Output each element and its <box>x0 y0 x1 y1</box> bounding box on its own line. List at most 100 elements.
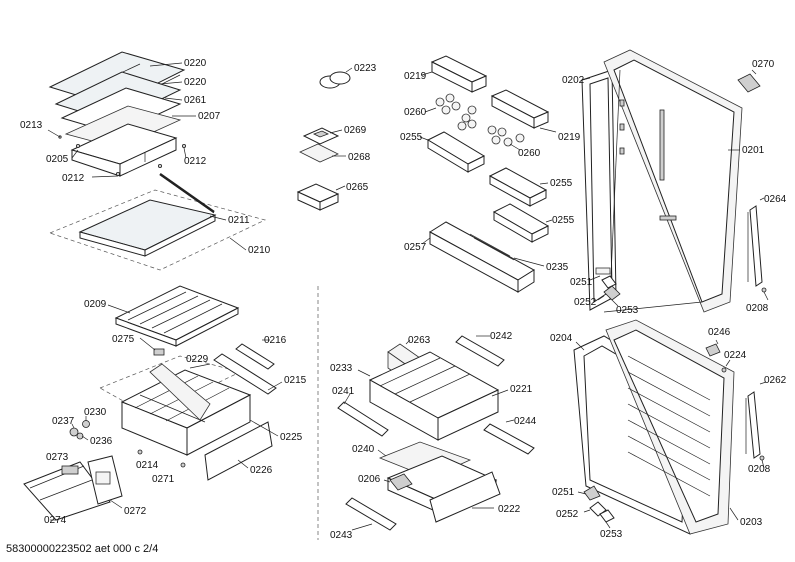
label-0210: 0210 <box>248 245 271 256</box>
label-0255: 0255 <box>400 132 423 143</box>
part-0236[interactable] <box>76 432 84 440</box>
label-0260: 0260 <box>518 148 541 159</box>
label-0219: 0219 <box>404 71 427 82</box>
label-0222: 0222 <box>498 504 521 515</box>
glass-shelf-0210-group <box>48 172 267 271</box>
label-0252: 0252 <box>574 297 597 308</box>
label-0269: 0269 <box>344 125 367 136</box>
rail-0242[interactable] <box>455 335 505 367</box>
crisper-drawer-0225-group <box>99 339 283 481</box>
hinge-part-0253[interactable] <box>601 275 617 289</box>
part-0270[interactable] <box>737 73 761 93</box>
label-0253: 0253 <box>616 305 639 316</box>
label-0260: 0260 <box>404 107 427 118</box>
label-0252: 0252 <box>556 509 579 520</box>
freezer-drawers-group <box>337 335 535 531</box>
label-0219: 0219 <box>558 132 581 143</box>
label-0209: 0209 <box>84 299 107 310</box>
egg-tray-0260-lower[interactable] <box>487 125 525 147</box>
rail-0216[interactable] <box>235 343 275 370</box>
egg-tray-0260-upper[interactable] <box>435 93 477 131</box>
upper-door-group <box>581 49 769 313</box>
rail-0215[interactable] <box>213 353 277 395</box>
hinge-part-0251[interactable] <box>595 267 611 275</box>
hinge-part-0252[interactable] <box>603 285 621 301</box>
label-0236: 0236 <box>90 436 113 447</box>
part-0246[interactable] <box>705 343 721 357</box>
small-parts-lower-left <box>69 416 90 441</box>
label-0244: 0244 <box>514 416 537 427</box>
label-0224: 0224 <box>724 350 747 361</box>
label-0264: 0264 <box>764 194 787 205</box>
handle-0264[interactable] <box>749 205 763 287</box>
label-0214: 0214 <box>136 460 159 471</box>
part-0268[interactable] <box>299 143 339 163</box>
label-0251: 0251 <box>570 277 593 288</box>
label-0207: 0207 <box>198 111 221 122</box>
label-0275: 0275 <box>112 334 135 345</box>
part-0223-right[interactable] <box>329 71 351 85</box>
label-0220: 0220 <box>184 77 207 88</box>
label-0274: 0274 <box>44 515 67 526</box>
label-0257: 0257 <box>404 242 427 253</box>
label-0268: 0268 <box>348 152 371 163</box>
part-0208-lower[interactable] <box>759 455 765 461</box>
label-0272: 0272 <box>124 506 147 517</box>
label-0251: 0251 <box>552 487 575 498</box>
label-0253: 0253 <box>600 529 623 540</box>
rail-0244[interactable] <box>483 423 535 455</box>
label-0237: 0237 <box>52 416 75 427</box>
label-0243: 0243 <box>330 530 353 541</box>
label-0211: 0211 <box>228 215 250 226</box>
label-0213: 0213 <box>20 120 43 131</box>
part-0206[interactable] <box>389 473 413 491</box>
label-0273: 0273 <box>46 452 69 463</box>
label-0201: 0201 <box>742 145 765 156</box>
handle-0262[interactable] <box>747 391 761 459</box>
label-0204: 0204 <box>550 333 573 344</box>
hinge-part-0251-lower[interactable] <box>583 485 601 501</box>
label-0203: 0203 <box>740 517 763 528</box>
drawer-front-0226[interactable] <box>204 421 273 481</box>
label-0246: 0246 <box>708 327 731 338</box>
part-0224[interactable] <box>721 367 727 373</box>
label-0265: 0265 <box>346 182 369 193</box>
label-0215: 0215 <box>284 375 307 386</box>
label-0240: 0240 <box>352 444 375 455</box>
control-module-group <box>23 455 123 521</box>
hinge-part-0253-lower[interactable] <box>599 509 615 523</box>
label-0271: 0271 <box>152 474 175 485</box>
label-0208: 0208 <box>746 303 769 314</box>
label-0255: 0255 <box>550 178 573 189</box>
label-0235: 0235 <box>546 262 569 273</box>
label-0229: 0229 <box>186 354 209 365</box>
shelf-rack-0209[interactable] <box>114 285 240 341</box>
label-0225: 0225 <box>280 432 303 443</box>
label-0270: 0270 <box>752 59 775 70</box>
divider-0229[interactable] <box>149 363 211 421</box>
part-0230[interactable] <box>82 420 90 428</box>
part-0237[interactable] <box>69 427 79 437</box>
label-0212: 0212 <box>184 156 207 167</box>
label-0212: 0212 <box>62 173 85 184</box>
control-panel-0274[interactable] <box>23 461 111 521</box>
label-0262: 0262 <box>764 375 787 386</box>
part-0208-upper[interactable] <box>761 287 767 293</box>
clip-0275[interactable] <box>153 348 165 356</box>
rail-0243[interactable] <box>345 497 397 531</box>
label-0233: 0233 <box>330 363 353 374</box>
part-0273[interactable] <box>61 465 79 475</box>
label-0206: 0206 <box>358 474 381 485</box>
label-0223: 0223 <box>354 63 377 74</box>
label-0216: 0216 <box>264 335 287 346</box>
label-0226: 0226 <box>250 465 273 476</box>
leader-lines-upper-left <box>47 62 196 178</box>
rail-0241[interactable] <box>337 401 389 437</box>
label-0230: 0230 <box>84 407 107 418</box>
middle-upper-parts <box>296 67 353 211</box>
label-0255: 0255 <box>552 215 575 226</box>
label-0241: 0241 <box>332 386 355 397</box>
label-0261: 0261 <box>184 95 207 106</box>
part-labels: 0220 0220 0261 0207 0213 0205 0212 0212 … <box>20 58 787 541</box>
